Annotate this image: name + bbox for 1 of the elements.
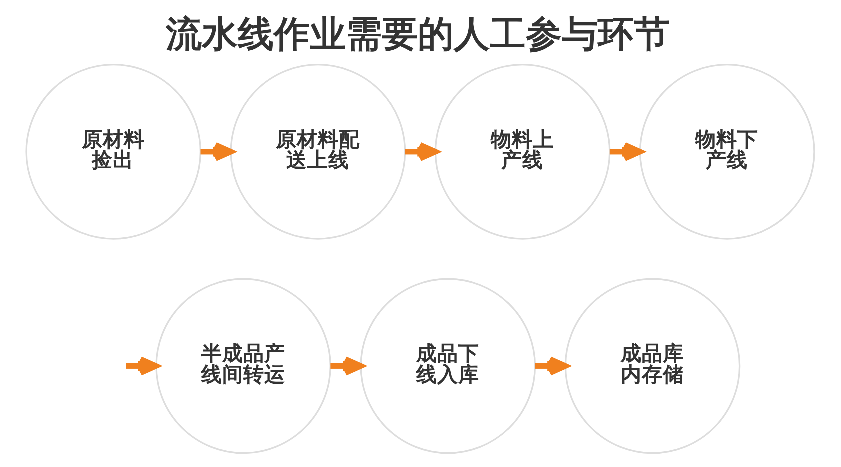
diagram-title: 流水线作业需要的人工参与环节: [166, 14, 670, 56]
